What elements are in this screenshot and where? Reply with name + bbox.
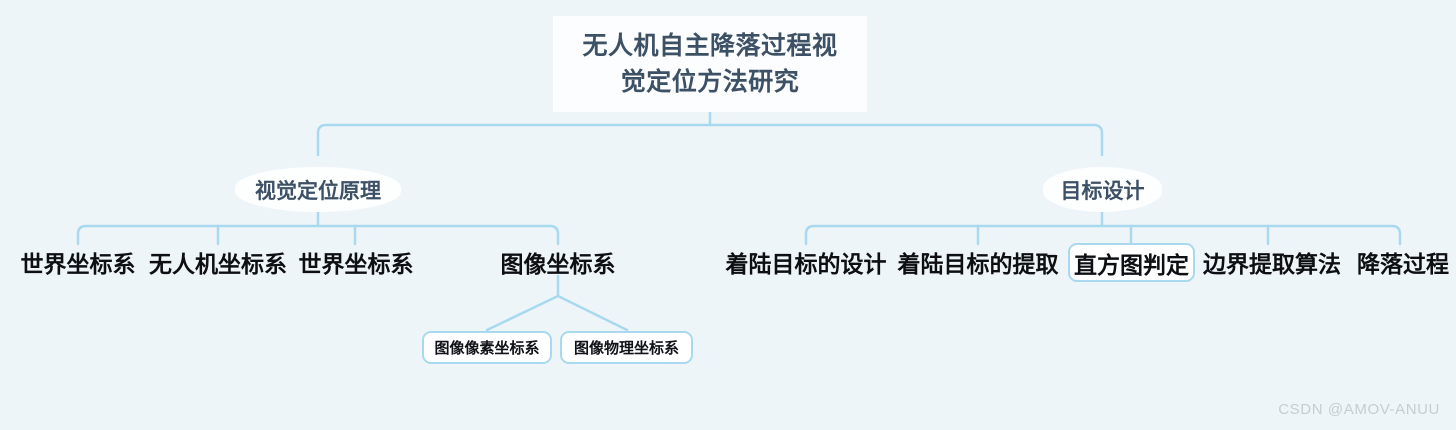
leaf-label: 世界坐标系: [298, 251, 414, 277]
root-title-line1: 无人机自主降落过程视: [582, 32, 838, 60]
leaf-label: 着陆目标的设计: [725, 251, 887, 277]
leaf-label: 无人机坐标系: [149, 251, 287, 277]
leaf-node-world-coordinate-system-2[interactable]: 世界坐标系: [287, 245, 425, 279]
leaf-label: 图像像素坐标系: [434, 340, 540, 357]
edge-image-to-child-1: [485, 294, 560, 332]
edge-image-to-child-2: [556, 294, 629, 332]
branch-node-target-design[interactable]: 目标设计: [1043, 167, 1162, 212]
edge-right-bus: [804, 224, 1402, 246]
leaf-label: 降落过程: [1357, 251, 1449, 277]
leaf-node-landing-process[interactable]: 降落过程: [1347, 245, 1456, 279]
root-node[interactable]: 无人机自主降落过程视 觉定位方法研究: [553, 16, 867, 112]
leaf-node-landing-target-design[interactable]: 着陆目标的设计: [722, 245, 890, 279]
leaf-node-uav-coordinate-system[interactable]: 无人机坐标系: [146, 245, 290, 279]
leaf-node-image-pixel-coordinate-system[interactable]: 图像像素坐标系: [422, 331, 552, 364]
edge-left-bus: [76, 224, 560, 246]
leaf-node-image-coordinate-system[interactable]: 图像坐标系: [489, 245, 627, 279]
branch-node-visual-positioning-principle[interactable]: 视觉定位原理: [235, 167, 401, 212]
leaf-label: 直方图判定: [1074, 251, 1189, 278]
leaf-label: 着陆目标的提取: [897, 251, 1059, 277]
branch-label: 视觉定位原理: [255, 179, 381, 203]
leaf-node-landing-target-extraction[interactable]: 着陆目标的提取: [894, 245, 1062, 279]
leaf-label: 图像坐标系: [500, 251, 616, 277]
leaf-label: 图像物理坐标系: [573, 340, 679, 357]
watermark: CSDN @AMOV-ANUU: [1278, 401, 1440, 418]
leaf-node-boundary-extraction-algorithm[interactable]: 边界提取算法: [1200, 245, 1344, 279]
branch-label: 目标设计: [1060, 179, 1145, 203]
leaf-node-world-coordinate-system-1[interactable]: 世界坐标系: [6, 245, 150, 279]
leaf-label: 世界坐标系: [20, 251, 136, 277]
leaf-node-image-physical-coordinate-system[interactable]: 图像物理坐标系: [560, 331, 693, 364]
root-title-line2: 觉定位方法研究: [620, 68, 800, 96]
edge-root-bus: [316, 123, 1104, 157]
leaf-node-histogram-determination[interactable]: 直方图判定: [1068, 243, 1195, 282]
leaf-label: 边界提取算法: [1203, 251, 1341, 277]
